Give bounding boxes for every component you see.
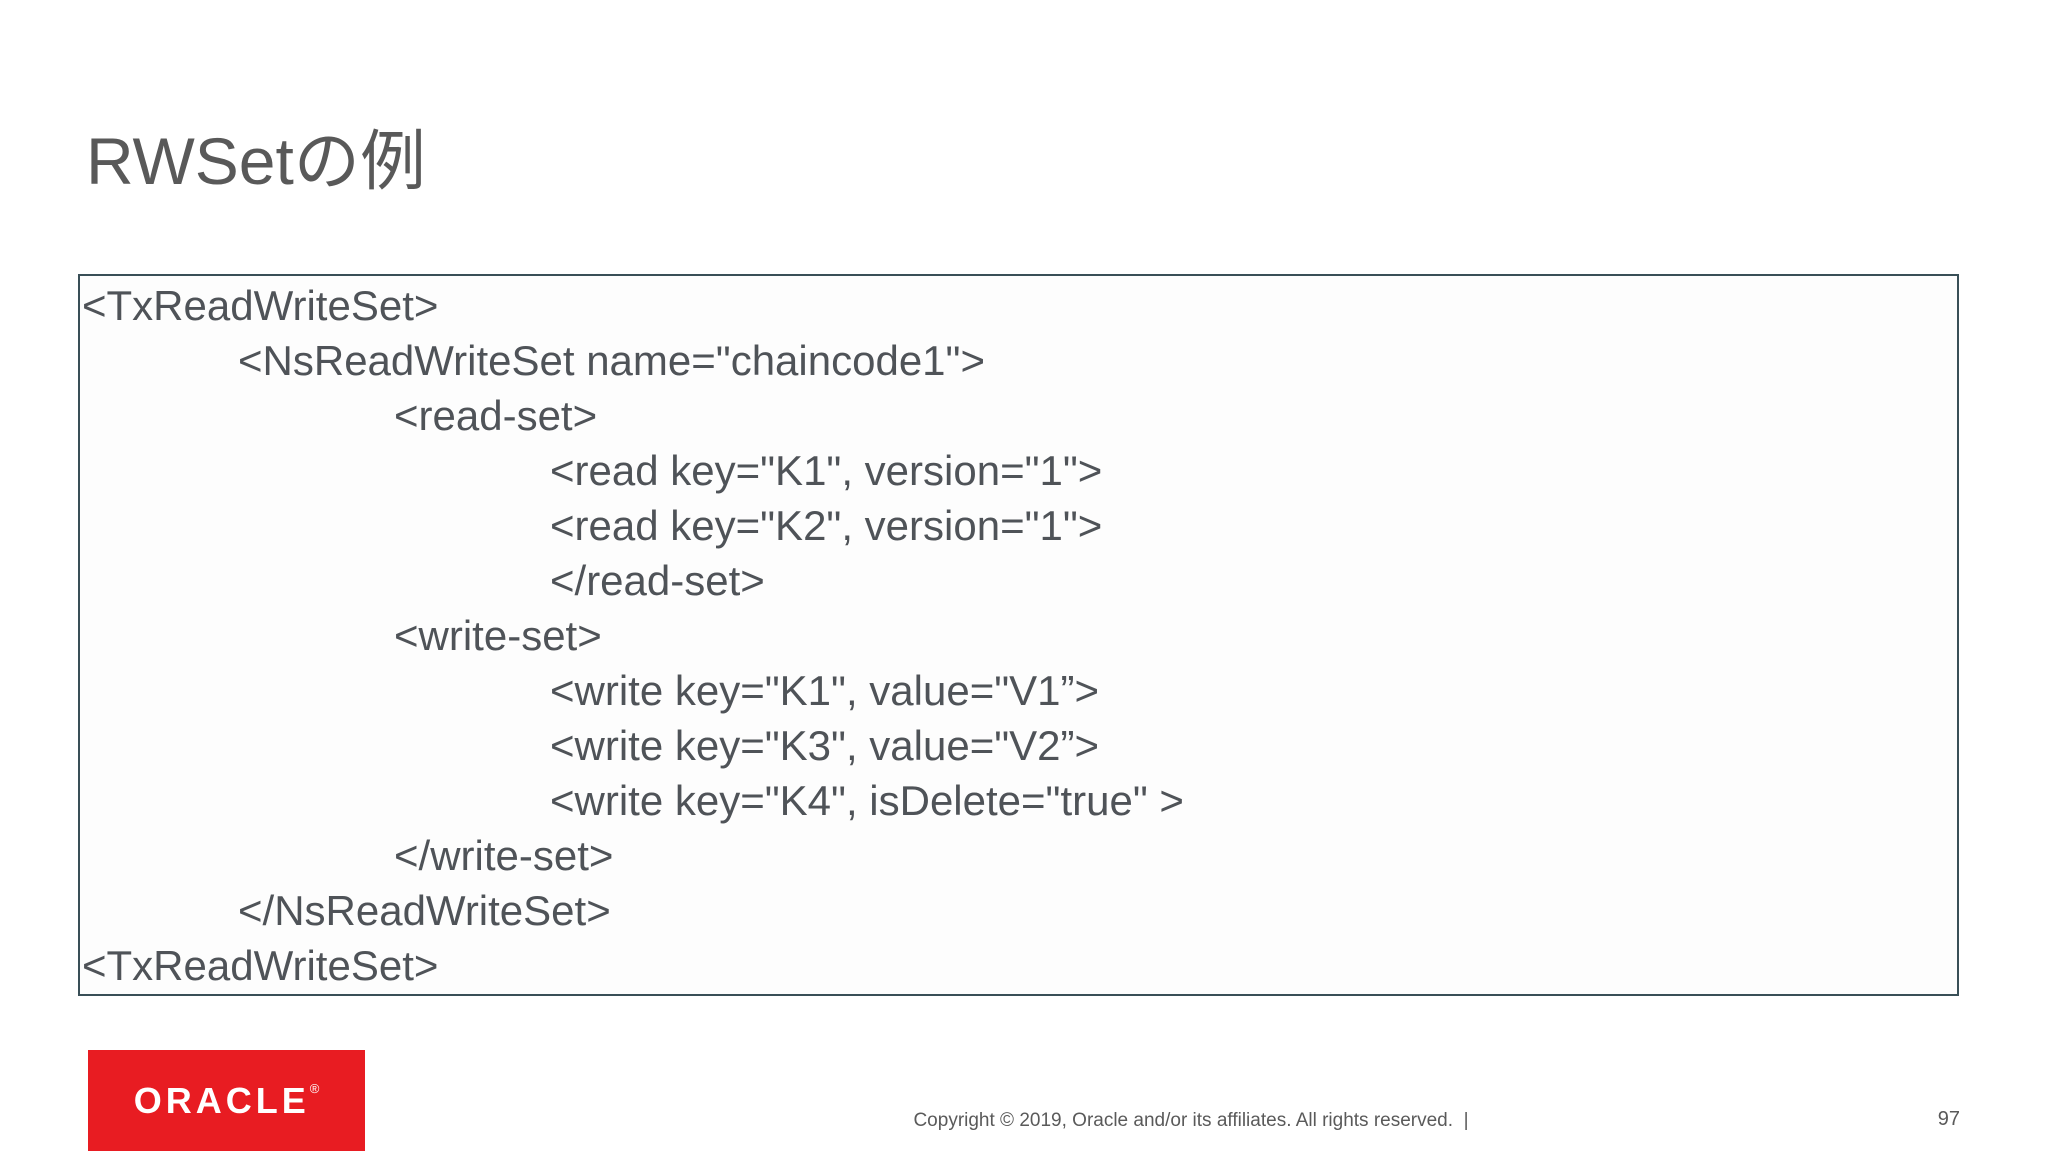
code-line: <write key="K1", value="V1”>	[550, 667, 1100, 714]
code-line: <read-set>	[394, 392, 598, 439]
code-line: <NsReadWriteSet name="chaincode1">	[238, 337, 985, 384]
code-line: <TxReadWriteSet>	[82, 282, 439, 329]
oracle-logo: ORACLE®	[88, 1050, 365, 1151]
code-line: <write-set>	[394, 612, 602, 659]
code-line: <TxReadWriteSet>	[82, 942, 439, 989]
oracle-logo-text: ORACLE®	[133, 1080, 320, 1121]
code-line: <read key="K1", version="1">	[550, 447, 1103, 494]
registered-trademark-icon: ®	[309, 1081, 320, 1096]
slide-title: RWSetの例	[86, 124, 426, 198]
copyright-text: Copyright © 2019, Oracle and/or its affi…	[913, 1110, 1469, 1131]
code-block: <TxReadWriteSet> <NsReadWriteSet name="ch…	[80, 278, 1957, 993]
code-line: </NsReadWriteSet>	[238, 887, 611, 934]
code-line: <write key="K3", value="V2”>	[550, 722, 1100, 769]
code-line: <read key="K2", version="1">	[550, 502, 1103, 549]
rwset-code-box: <TxReadWriteSet> <NsReadWriteSet name="ch…	[78, 274, 1959, 996]
page-number: 97	[1937, 1108, 1960, 1130]
code-line: <write key="K4", isDelete="true" >	[550, 777, 1184, 824]
code-line: </read-set>	[550, 557, 765, 604]
code-line: </write-set>	[394, 832, 614, 879]
